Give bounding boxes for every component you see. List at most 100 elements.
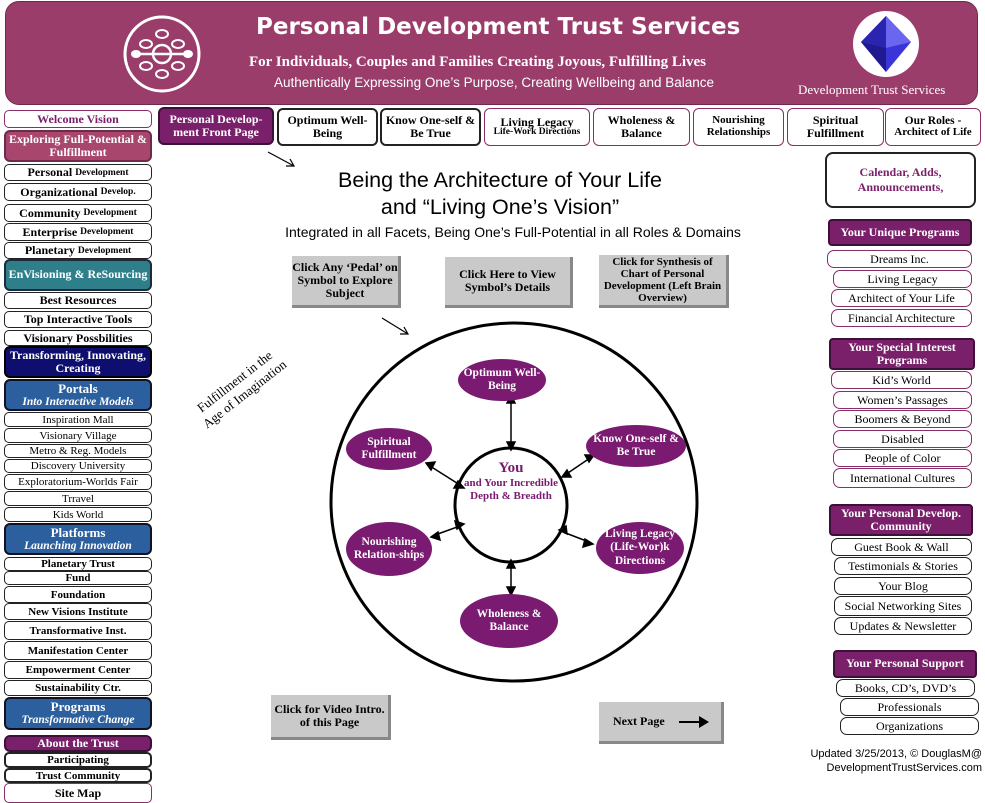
petal-spiritual-fulfillment[interactable]: Spiritual Fulfillment bbox=[346, 428, 432, 470]
petal-living-legacy[interactable]: Living Legacy (Life-Wor)k Directions bbox=[596, 522, 684, 574]
left-fund[interactable]: Fund bbox=[4, 571, 152, 585]
left-community-development[interactable]: Community Development bbox=[4, 204, 152, 222]
arrow-icon bbox=[267, 151, 296, 167]
left-planetary-development[interactable]: Planetary Development bbox=[4, 242, 152, 259]
left-visionary-possibilities[interactable]: Visionary Possbilities bbox=[4, 330, 152, 346]
interest-item[interactable]: Women’s Passages bbox=[833, 391, 972, 409]
left-empowerment-center[interactable]: Empowerment Center bbox=[4, 661, 152, 679]
nav-our-roles-label: Our Roles - bbox=[904, 115, 962, 128]
community-item[interactable]: Updates & Newsletter bbox=[834, 617, 972, 635]
next-page-label: Next Page bbox=[613, 713, 665, 728]
next-page-button[interactable]: Next Page bbox=[599, 702, 724, 744]
nav-optimum-well-being[interactable]: Optimum Well-Being bbox=[277, 108, 378, 146]
label-suffix: Development bbox=[80, 227, 134, 237]
site-title: Personal Development Trust Services bbox=[256, 14, 741, 40]
nav-front-page[interactable]: Personal Develop-ment Front Page bbox=[158, 107, 274, 145]
left-planetary-trust[interactable]: Planetary Trust bbox=[4, 557, 152, 571]
video-intro-button[interactable]: Click for Video Intro. of this Page bbox=[271, 695, 391, 740]
left-manifestation-center[interactable]: Manifestation Center bbox=[4, 641, 152, 660]
left-exploring[interactable]: Exploring Full-Potential & Fulfillment bbox=[4, 130, 152, 162]
program-item[interactable]: Architect of Your Life bbox=[831, 289, 972, 307]
community-item[interactable]: Social Networking Sites bbox=[834, 596, 972, 616]
left-welcome-vision[interactable]: Welcome Vision bbox=[4, 110, 152, 128]
nav-life-work-label: Life-Work Directions bbox=[493, 127, 581, 138]
view-symbol-button[interactable]: Click Here to View Symbol’s Details bbox=[445, 257, 573, 308]
left-transformative-inst[interactable]: Transformative Inst. bbox=[4, 621, 152, 640]
program-item[interactable]: Dreams Inc. bbox=[827, 250, 972, 268]
support-item[interactable]: Professionals bbox=[840, 698, 979, 716]
imagination-line-2: Age of Imagination bbox=[199, 356, 290, 432]
program-item[interactable]: Living Legacy bbox=[833, 270, 972, 288]
left-new-visions[interactable]: New Visions Institute bbox=[4, 603, 152, 620]
left-best-resources[interactable]: Best Resources bbox=[4, 292, 152, 309]
left-sustainability[interactable]: Sustainability Ctr. bbox=[4, 680, 152, 696]
imagination-caption: Fulfillment in the Age of Imagination bbox=[175, 332, 305, 444]
petal-optimum-well-being[interactable]: Optimum Well-Being bbox=[458, 359, 546, 401]
nav-living-legacy-label: Living Legacy bbox=[500, 114, 574, 129]
support-heading: Your Personal Support bbox=[833, 650, 977, 678]
interest-item[interactable]: International Cultures bbox=[833, 468, 972, 488]
portal-item[interactable]: Exploratorium-Worlds Fair bbox=[4, 474, 152, 490]
left-foundation[interactable]: Foundation bbox=[4, 586, 152, 603]
petal-nourishing-relationships[interactable]: Nourishing Relation-ships bbox=[346, 522, 432, 576]
logo-caption: Development Trust Services bbox=[798, 82, 946, 97]
portal-item[interactable]: Trravel bbox=[4, 491, 152, 506]
left-envisioning[interactable]: EnVisioning & ReSourcing bbox=[4, 259, 152, 291]
interest-item[interactable]: People of Color bbox=[833, 449, 972, 467]
petal-wholeness-balance[interactable]: Wholeness & Balance bbox=[460, 594, 558, 648]
portal-item[interactable]: Discovery University bbox=[4, 459, 152, 473]
portal-item[interactable]: Metro & Reg. Models bbox=[4, 444, 152, 458]
nav-living-legacy[interactable]: Living Legacy Life-Work Directions bbox=[484, 108, 590, 146]
portal-item[interactable]: Inspiration Mall bbox=[4, 412, 152, 427]
nav-know-oneself[interactable]: Know One-self & Be True bbox=[380, 108, 481, 146]
left-participating[interactable]: Participating bbox=[4, 752, 152, 768]
explore-pedal-button[interactable]: Click Any ‘Pedal’ on Symbol to Explore S… bbox=[292, 256, 401, 308]
imagination-line-1: Fulfillment in the bbox=[194, 347, 276, 416]
programs-title: Programs bbox=[50, 699, 106, 715]
nav-wholeness-balance[interactable]: Wholeness & Balance bbox=[593, 108, 690, 146]
portals-subtitle: Into Interactive Models bbox=[22, 395, 134, 408]
interest-item[interactable]: Disabled bbox=[833, 430, 972, 448]
connector-arrows bbox=[424, 393, 596, 597]
community-item[interactable]: Testimonials & Stories bbox=[834, 557, 972, 575]
center-you[interactable]: You and Your Incredible Depth & Breadth bbox=[455, 460, 567, 503]
updated-line-1: Updated 3/25/2013, © DouglasM@ bbox=[810, 748, 982, 760]
support-item[interactable]: Organizations bbox=[840, 717, 979, 735]
portal-item[interactable]: Visionary Village bbox=[4, 428, 152, 443]
left-site-map[interactable]: Site Map bbox=[4, 783, 152, 803]
arrow-icon bbox=[381, 317, 410, 335]
nav-spiritual-fulfillment[interactable]: Spiritual Fulfillment bbox=[787, 108, 884, 146]
left-portals[interactable]: Portals Into Interactive Models bbox=[4, 379, 152, 411]
community-heading: Your Personal Develop. Community bbox=[829, 504, 973, 536]
nav-nourishing-relationships[interactable]: Nourishing Relationships bbox=[693, 108, 784, 146]
label-suffix: Development bbox=[77, 245, 132, 256]
left-top-tools[interactable]: Top Interactive Tools bbox=[4, 311, 152, 328]
synthesis-chart-button[interactable]: Click for Synthesis of Chart of Personal… bbox=[599, 255, 729, 308]
nav-our-roles[interactable]: Our Roles - Architect of Life bbox=[885, 108, 981, 146]
interest-item[interactable]: Boomers & Beyond bbox=[833, 410, 972, 428]
community-item[interactable]: Guest Book & Wall bbox=[831, 538, 972, 556]
left-enterprise-development[interactable]: Enterprise Development bbox=[4, 223, 152, 241]
left-transforming[interactable]: Transforming, Innovating, Creating bbox=[4, 346, 152, 378]
label: Organizational bbox=[20, 184, 98, 199]
left-about-trust[interactable]: About the Trust bbox=[4, 735, 152, 752]
interest-item[interactable]: Kid’s World bbox=[831, 371, 972, 389]
left-programs[interactable]: Programs Transformative Change bbox=[4, 697, 152, 730]
support-item[interactable]: Books, CD’s, DVD’s bbox=[836, 679, 975, 697]
portals-title: Portals bbox=[58, 380, 98, 396]
calendar-box[interactable]: Calendar, Adds, Announcements, bbox=[825, 152, 976, 208]
site-subtitle: For Individuals, Couples and Families Cr… bbox=[249, 54, 707, 70]
label: Community bbox=[19, 205, 81, 220]
label-suffix: Development bbox=[75, 167, 129, 178]
petal-know-oneself[interactable]: Know One-self & Be True bbox=[586, 425, 686, 467]
left-platforms[interactable]: Platforms Launching Innovation bbox=[4, 523, 152, 555]
program-item[interactable]: Financial Architecture bbox=[831, 309, 972, 327]
community-item[interactable]: Your Blog bbox=[834, 577, 972, 595]
portal-item[interactable]: Kids World bbox=[4, 507, 152, 522]
left-personal-development[interactable]: Personal Development bbox=[4, 164, 152, 181]
left-trust-community[interactable]: Trust Community bbox=[4, 768, 152, 783]
site-tagline: Authentically Expressing One’s Purpose, … bbox=[274, 75, 715, 90]
label: Personal bbox=[27, 165, 73, 179]
label: Enterprise bbox=[22, 224, 78, 239]
left-organizational-development[interactable]: Organizational Develop. bbox=[4, 183, 152, 201]
